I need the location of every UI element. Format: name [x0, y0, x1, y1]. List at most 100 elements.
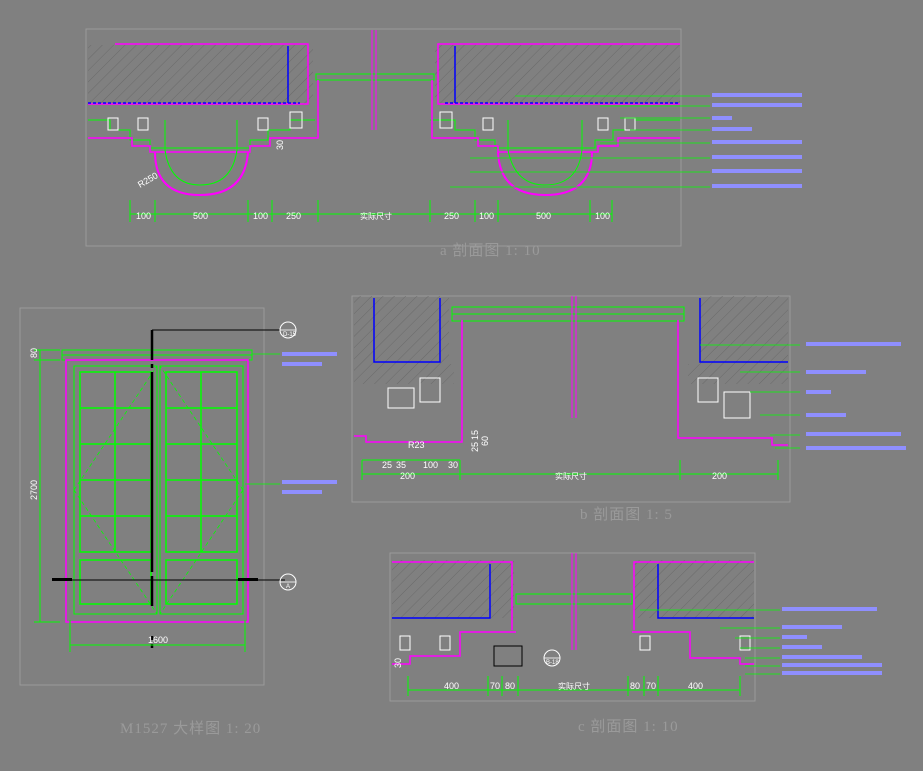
wall-outline-right: [437, 43, 680, 105]
dim-a-9: 100: [595, 211, 610, 221]
b-blue-left: [373, 298, 441, 363]
dim-a-8: 500: [536, 211, 551, 221]
fixture-a8: [624, 117, 636, 131]
b-wall-left: [354, 296, 449, 364]
b-casing-right: [677, 320, 788, 446]
wall-outline-left: [88, 43, 309, 105]
note-bars-b: [806, 342, 906, 450]
elevation-title: M1527 大样图 1: 20: [120, 720, 261, 737]
c-door-leaf: [515, 593, 633, 605]
glass-grid: [80, 372, 237, 552]
swing-lines: [73, 365, 244, 615]
dim-a-6: 250: [444, 211, 459, 221]
lower-panel-right: [165, 559, 238, 605]
dim-a-5: 实际尺寸: [360, 211, 392, 221]
lower-panel-left: [79, 559, 152, 605]
b-vdim-1: 25: [470, 442, 480, 452]
arch-right-outer: [497, 151, 593, 197]
wall-hatch-left: [88, 45, 313, 105]
height-dim-label: 2700: [29, 480, 39, 500]
b-small-3: 100: [423, 460, 438, 470]
dim-c-6: 70: [646, 681, 656, 691]
b-casing-left: [354, 320, 463, 443]
dim-a-4: 250: [286, 211, 301, 221]
c-wall-right: [634, 560, 754, 618]
leaders-b: [700, 344, 800, 449]
dim-c-2: 70: [490, 681, 500, 691]
fixture-a6: [482, 117, 494, 131]
fixture-a3: [257, 117, 269, 131]
dim-c-4: 实际尺寸: [558, 681, 590, 691]
b-small-1: 25: [382, 460, 392, 470]
radius-label-a: R250: [136, 170, 160, 189]
leaders-c: [640, 609, 780, 675]
marker-side-label: A: [286, 584, 290, 590]
fixture-a1: [107, 117, 119, 131]
b-small-2: 35: [396, 460, 406, 470]
dim-c-5: 80: [630, 681, 640, 691]
note-bars-a: [712, 93, 802, 188]
b-fill-left: [354, 364, 454, 384]
note-bars-elev: [282, 352, 337, 494]
c-outline-right: [633, 561, 754, 630]
casing-left-magenta: [88, 80, 319, 153]
section-b: 25 35 100 30 200 实际尺寸 200 R23 25 15 60 b…: [351, 295, 906, 523]
arch-left-inner: [164, 120, 238, 186]
dim-b-3: 200: [712, 471, 727, 481]
marker-top-label: D-15: [283, 332, 297, 338]
b-fill-right: [688, 364, 788, 384]
dim-a-2: 500: [193, 211, 208, 221]
fixture-a2: [137, 117, 149, 131]
note-bars-c: [782, 607, 882, 675]
section-b-frame: [351, 295, 791, 503]
door-frame-outer: [65, 359, 249, 623]
width-dim-label: 1600: [148, 635, 168, 645]
dim-a-7: 100: [479, 211, 494, 221]
casing-right: [430, 119, 680, 149]
section-b-title: b 剖面图 1: 5: [580, 506, 673, 523]
dim-ticks-a: [129, 200, 613, 222]
section-c-title: c 剖面图 1: 10: [578, 718, 679, 735]
b-blue-right: [699, 298, 788, 363]
c-wall-left: [392, 560, 514, 618]
section-a-frame: [85, 28, 682, 247]
c-blue-right: [657, 564, 754, 619]
dim-c-7: 400: [688, 681, 703, 691]
top-dim-label: 80: [29, 348, 39, 358]
radius-label-b: R23: [408, 440, 425, 450]
dim-a-3: 100: [253, 211, 268, 221]
elevation-frame: [19, 307, 265, 686]
section-a-title: a 剖面图 1: 10: [440, 242, 541, 259]
c-outline-left: [392, 561, 513, 630]
cut-mark-left: [52, 578, 72, 581]
cut-mark-right: [238, 578, 258, 581]
dim-b-2: 实际尺寸: [555, 471, 587, 481]
c-casing-left: [392, 631, 516, 665]
section-c: B-18 400 70 80 实际尺寸 80 70 400 30 c 剖面图 1…: [389, 552, 882, 735]
side-dim-c: 30: [393, 658, 403, 668]
arch-right-inner: [507, 120, 583, 186]
c-marker-label: B-18: [546, 660, 559, 666]
dim-c-3: 80: [505, 681, 515, 691]
fixture-a7: [597, 117, 609, 131]
c-casing-right: [632, 631, 754, 665]
c-blue-left: [392, 564, 491, 619]
dim-b-1: 200: [400, 471, 415, 481]
section-a: 100 500 100 250 实际尺寸 250 100 500 100 R25…: [85, 28, 802, 259]
dim-c-1: 400: [444, 681, 459, 691]
fixture-a4: [289, 111, 303, 129]
door-leaf-top: [315, 73, 435, 81]
side-dim-a: 30: [275, 140, 285, 150]
wall-hatch-right: [435, 45, 680, 105]
door-elevation: D-15 A 80 2700 1600 M1527 大样图 1: 20: [19, 307, 337, 737]
dim-a-1: 100: [136, 211, 151, 221]
b-small-4: 30: [448, 460, 458, 470]
arch-left-outer: [154, 151, 249, 197]
fixture-a5: [439, 111, 453, 129]
b-vdim-3: 60: [480, 436, 490, 446]
dim-ticks-c: [407, 676, 741, 696]
b-wall-right: [700, 296, 788, 364]
b-vdim-2: 15: [470, 430, 480, 440]
c-detail-box: [493, 645, 523, 667]
